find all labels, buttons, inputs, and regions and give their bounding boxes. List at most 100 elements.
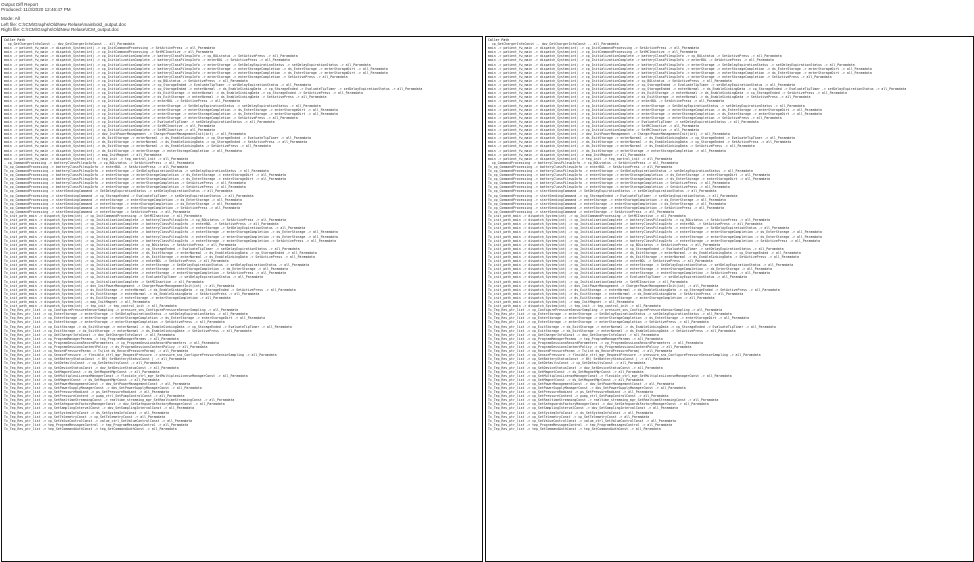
diff-line: Tx_cp_CommandProcessing -> batteryClassP… — [488, 177, 771, 182]
diff-line: Tx_init_path_main -> dispatch_System(int… — [4, 295, 231, 300]
diff-line: Tx_Tep_Res_ptr_list -> cp_SetTelemetryCo… — [488, 414, 650, 419]
diff-line: Tx_Tep_Res_ptr_list -> cp_SetPressureCon… — [4, 394, 185, 399]
diff-line: main -> patient_fw_main -> dispatch_Syst… — [4, 144, 271, 149]
diff-line: Tx_Tep_Res_ptr_list -> cp_GetChargerInfo… — [488, 332, 659, 337]
diff-line: Tx_Tep_Res_ptr_list -> tep_SetCommandAut… — [488, 426, 661, 431]
diff-line: Tx_init_path_main -> dispatch_System(int… — [4, 279, 204, 284]
diff-line: Tx_cp_CommandProcessing -> startSendingC… — [488, 205, 725, 210]
right-file-path: Right file: C:\ICM\Graphs\OldNew Relase\… — [1, 26, 119, 32]
diff-line: main -> patient_fw_main -> dispatch_Syst… — [488, 78, 732, 83]
diff-line: Tx_Tep_Res_ptr_list -> cp_SetPressureRad… — [4, 390, 170, 395]
diff-line: Tx_init_path_main -> dispatch_System(int… — [4, 259, 229, 264]
diff-line: Tx_Tep_Res_ptr_list -> tep_ProgramMessag… — [4, 422, 189, 427]
diff-line: Tx_Tep_Res_ptr_list -> cp_GetChargerInfo… — [4, 332, 175, 337]
diff-line: Tx_init_path_main -> dispatch_System(int… — [488, 291, 744, 296]
diff-line: Tx_cp_CommandProcessing -> startSendingC… — [4, 201, 242, 206]
diff-line: Tx_cp_CommandProcessing -> batteryClassP… — [488, 173, 771, 178]
diff-line: Tx_Tep_Res_ptr_list -> cp_ProgramSession… — [488, 340, 703, 345]
diff-line: Tx_init_path_main -> dispatch_System(int… — [488, 222, 763, 227]
diff-line: - cp_GetChargerInfoConst -- dov_GetCharg… — [4, 42, 135, 47]
diff-line: main -> patient_fw_main -> dispatch_Syst… — [4, 103, 321, 108]
diff-line: Tx_Tep_Res_ptr_list -> cp_SetPressureCon… — [488, 394, 669, 399]
diff-line: Tx_Tep_Res_ptr_list -> cp_SetSafeguardsF… — [488, 402, 709, 407]
diff-line: Tx_Tep_Res_ptr_list -> cp_SetValueContro… — [488, 418, 677, 423]
diff-line: main -> patient_fw_main -> dispatch_Syst… — [4, 54, 298, 59]
diff-line: Tx_init_path_main -> dispatch_System(int… — [488, 271, 771, 276]
diff-line: Tx_Tep_Res_ptr_list -> cp_SetMultiplexLi… — [4, 373, 248, 378]
diff-line: Tx_cp_CommandProcessing -> startSendingC… — [4, 189, 233, 194]
diff-line: Tx_init_path_main -> dispatch_System(int… — [488, 279, 688, 284]
diff-line: main -> patient_fw_main -> dispatch_Syst… — [4, 152, 162, 157]
left-diff-pane[interactable]: Caller Path- cp_GetChargerInfoConst -- d… — [1, 36, 483, 562]
diff-line: main -> patient_fw_main -> dispatch_Syst… — [488, 58, 774, 63]
diff-line: Tx_init_path_main -> dispatch_System(int… — [4, 271, 287, 276]
right-lines-list: Caller Path- cp_GetChargerInfoConst -- d… — [486, 37, 973, 432]
diff-line: Tx_cp_CommandProcessing -> startSendingC… — [488, 209, 675, 214]
diff-line: Tx_init_path_main -> dispatch_System(int… — [488, 218, 771, 223]
diff-line: main -> patient_fw_main -> dispatch_Syst… — [4, 115, 298, 120]
diff-line: Tx_Tep_Res_ptr_list -> cp_SetRealtimeStr… — [488, 398, 719, 403]
diff-line: Tx_Tep_Res_ptr_list -> cp_SetValueContro… — [4, 418, 193, 423]
diff-line: main -> patient_fw_main -> dispatch_Syst… — [488, 99, 725, 104]
diff-line: Tx_init_path_main -> dispatch_System(int… — [4, 283, 235, 288]
diff-line: main -> patient_fw_main -> dispatch_Syst… — [488, 83, 796, 88]
diff-line: Tx_Tep_Res_ptr_list -> tep_ProgramMessag… — [488, 422, 673, 427]
diff-line: main -> patient_fw_main -> dispatch_Syst… — [4, 87, 423, 92]
diff-line: Tx_cp_CommandProcessing -> batteryClassP… — [488, 169, 753, 173]
diff-line: Tx_init_path_main -> dispatch_System(int… — [4, 300, 150, 304]
diff-line: Tx_Tep_Res_ptr_list -> cp_ProgramSession… — [4, 345, 208, 350]
diff-line: Tx_cp_CommandProcessing -> batteryClassP… — [4, 181, 246, 186]
diff-line: Tx_init_path_main -> dispatch_System(int… — [488, 234, 822, 239]
diff-line: - cp_GetChargerInfoConst -- dov_GetCharg… — [488, 42, 619, 47]
diff-line: Tx_init_path_main -> dispatch_System(int… — [488, 246, 784, 251]
diff-line: main -> patient_fw_main -> dispatch_Syst… — [488, 95, 811, 100]
diff-line: Tx_init_path_main -> dispatch_System(int… — [488, 254, 799, 259]
diff-line: Tx_init_path_main -> dispatch_System(int… — [4, 242, 237, 247]
diff-line: Tx_Tep_Res_ptr_list -> cp_SensorPressure… — [488, 353, 761, 358]
diff-line: main -> patient_fw_main -> dispatch_Syst… — [488, 123, 700, 128]
diff-line: Tx_Tep_Res_ptr_list -> cp_ConfigurePress… — [4, 308, 239, 313]
diff-line: Tx_init_path_main -> dispatch_System(int… — [4, 291, 260, 296]
diff-line: Tx_init_path_main -> dispatch_System(int… — [4, 222, 279, 227]
diff-line: main -> patient_fw_main -> dispatch_Syst… — [4, 119, 275, 124]
diff-line: main -> patient_fw_main -> dispatch_Syst… — [488, 152, 646, 157]
diff-line: Tx_Tep_Res_ptr_list -> cp_SetPowerManage… — [488, 381, 675, 386]
diff-line: main -> patient_fw_main -> dispatch_Syst… — [488, 74, 832, 79]
diff-line: Tx_Tep_Res_ptr_list -> cp_EnterStorage -… — [4, 312, 248, 317]
diff-line: main -> patient_fw_main -> dispatch_Syst… — [4, 83, 312, 88]
diff-line: Tx_Tep_Res_ptr_list -> cp_ProgramSession… — [4, 340, 219, 345]
diff-line: Tx_Tep_Res_ptr_list -> cp_SetMagnetConst… — [488, 369, 644, 374]
diff-line: Tx_Tep_Res_ptr_list -> cp_SetBatteryStat… — [488, 357, 671, 362]
diff-line: Tx_init_path_main -> dispatch_System(int… — [4, 226, 306, 231]
diff-line: main -> patient_fw_main -> dispatch_Syst… — [4, 66, 388, 71]
diff-line: Tx_Tep_Res_ptr_list -> cp_SetSamplingInt… — [488, 406, 678, 411]
diff-line: - cp_CommandProcessing -> batteryClassPi… — [488, 160, 678, 165]
diff-line: Tx_init_path_main -> dispatch_System(int… — [4, 214, 202, 219]
diff-line: main -> patient_fw_main -> dispatch_Syst… — [4, 148, 242, 153]
diff-line: main -> patient_fw_main -> dispatch_Syst… — [4, 107, 338, 112]
diff-line: Tx_init_path_main -> dispatch_System(int… — [488, 259, 713, 264]
diff-line: Tx_init_path_main -> dispatch_System(int… — [488, 300, 634, 304]
diff-line: Tx_init_path_main -> dispatch_System(int… — [488, 275, 748, 280]
diff-line: main -> patient_fw_main -> dispatch_Syst… — [488, 111, 822, 116]
report-title: Output Diff Report — [1, 2, 38, 7]
diff-line: main -> patient_fw_main -> dispatch_Syst… — [4, 46, 216, 51]
diff-line: Tx_Tep_Res_ptr_list -> cp_SetPressureRad… — [488, 390, 654, 395]
diff-line: Tx_Tep_Res_ptr_list -> cp_RecordPressure… — [4, 349, 189, 354]
diff-line: Tx_cp_CommandProcessing -> startSendingC… — [4, 197, 242, 202]
diff-line: Tx_cp_CommandProcessing -> startSendingC… — [488, 189, 717, 194]
diff-line: Tx_init_path_main -> dispatch_System(int… — [488, 295, 715, 300]
diff-line: Tx_init_path_main -> dispatch_System(int… — [488, 226, 790, 231]
diff-line: Tx_Tep_Res_ptr_list -> cp_EnterStorage -… — [488, 316, 749, 321]
diff-line: Tx_cp_CommandProcessing -> startSendingC… — [4, 209, 191, 214]
diff-line: main -> patient_fw_main -> dispatch_Syst… — [4, 123, 216, 128]
diff-line: Tx_Tep_Res_ptr_list -> cp_ProgramManager… — [488, 336, 663, 341]
right-diff-pane[interactable]: Caller Path- cp_GetChargerInfoConst -- d… — [485, 36, 974, 562]
diff-line: Tx_cp_CommandProcessing -> batteryClassP… — [4, 185, 246, 190]
diff-line: Tx_Tep_Res_ptr_list -> cp_ExitStorage ->… — [488, 328, 736, 333]
diff-line: main -> patient_fw_main -> dispatch_Syst… — [488, 70, 872, 75]
diff-line: main -> patient_fw_main -> dispatch_Syst… — [4, 78, 248, 83]
diff-line: Tx_cp_CommandProcessing -> startSendingC… — [488, 201, 726, 206]
diff-line: Tx_init_path_main -> dispatch_System(int… — [488, 283, 719, 288]
diff-line: Tx_Tep_Res_ptr_list -> cp_SetPowerSupply… — [4, 385, 202, 390]
